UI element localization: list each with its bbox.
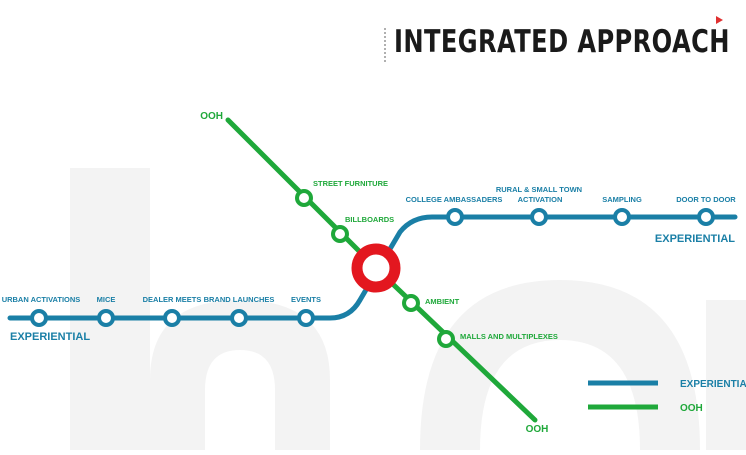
- station-marker: [30, 309, 48, 327]
- station-label-line-1: RURAL & SMALL TOWN: [496, 185, 582, 194]
- station-brand-launches: BRAND LAUNCHES: [204, 295, 275, 327]
- station-marker: [163, 309, 181, 327]
- station-marker: [530, 208, 548, 226]
- station-urban-activations: URBAN ACTIVATIONS: [2, 295, 81, 327]
- station-marker: [402, 294, 420, 312]
- station-marker: [697, 208, 715, 226]
- station-label: DOOR TO DOOR: [676, 195, 736, 204]
- red-arrow-icon: [716, 16, 723, 24]
- station-marker: [331, 225, 349, 243]
- station-label: EVENTS: [291, 295, 321, 304]
- station-college-ambassaders: COLLEGE AMBASSADERS: [406, 195, 503, 226]
- station-label: BILLBOARDS: [345, 215, 394, 224]
- station-label: COLLEGE AMBASSADERS: [406, 195, 503, 204]
- station-marker: [297, 309, 315, 327]
- station-label: URBAN ACTIVATIONS: [2, 295, 81, 304]
- legend: EXPERIENTIAL OOH: [588, 379, 746, 414]
- title-divider: [384, 28, 386, 62]
- station-marker: [613, 208, 631, 226]
- station-marker: [97, 309, 115, 327]
- legend-item-experiential: EXPERIENTIAL: [588, 379, 746, 390]
- station-ambient: AMBIENT: [402, 294, 460, 312]
- station-label: DEALER MEETS: [143, 295, 202, 304]
- station-marker: [437, 330, 455, 348]
- station-dealer-meets: DEALER MEETS: [143, 295, 202, 327]
- station-label: MICE: [97, 295, 116, 304]
- station-marker: [446, 208, 464, 226]
- ooh-bottom-terminal-label: OOH: [526, 424, 549, 435]
- station-label: BRAND LAUNCHES: [204, 295, 275, 304]
- station-label: STREET FURNITURE: [313, 179, 388, 188]
- background-watermark: [70, 168, 746, 450]
- station-marker: [230, 309, 248, 327]
- legend-label-experiential: EXPERIENTIAL: [680, 379, 746, 390]
- ooh-top-terminal-label: OOH: [200, 111, 223, 122]
- station-malls-and-multiplexes: MALLS AND MULTIPLEXES: [437, 330, 558, 348]
- station-label-line-2: ACTIVATION: [518, 195, 563, 204]
- station-sampling: SAMPLING: [602, 195, 642, 226]
- station-label: AMBIENT: [425, 297, 460, 306]
- station-street-furniture: STREET FURNITURE: [295, 179, 388, 207]
- legend-item-ooh: OOH: [588, 403, 703, 414]
- legend-label-ooh: OOH: [680, 403, 703, 414]
- station-label: MALLS AND MULTIPLEXES: [460, 332, 558, 341]
- station-label: RURAL & SMALL TOWN ACTIVATION: [496, 185, 584, 204]
- hub-interchange: [351, 243, 401, 293]
- page-title: INTEGRATED APPROACH: [394, 24, 730, 60]
- station-events: EVENTS: [291, 295, 321, 327]
- station-label: SAMPLING: [602, 195, 642, 204]
- experiential-right-terminal-label: EXPERIENTIAL: [655, 233, 735, 245]
- experiential-left-terminal-label: EXPERIENTIAL: [10, 331, 90, 343]
- station-rural-small-town-activation: RURAL & SMALL TOWN ACTIVATION: [496, 185, 584, 226]
- station-marker: [295, 189, 313, 207]
- station-billboards: BILLBOARDS: [331, 215, 394, 243]
- station-mice: MICE: [97, 295, 116, 327]
- station-door-to-door: DOOR TO DOOR: [676, 195, 736, 226]
